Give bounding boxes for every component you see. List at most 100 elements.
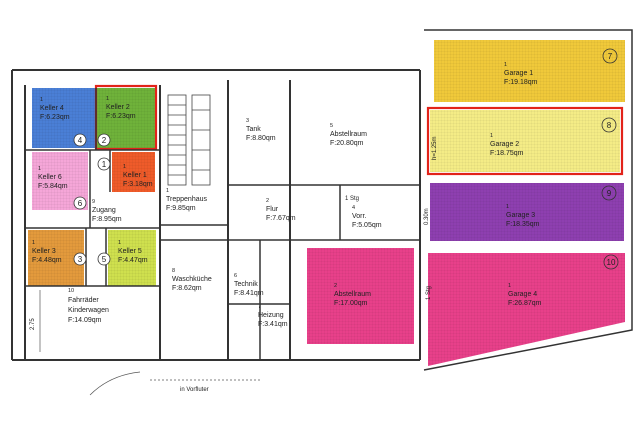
svg-text:7: 7 [608,52,613,61]
room-abstellraum[interactable]: 5 Abstellraum F:20.80qm [330,123,367,147]
svg-text:1: 1 [506,204,509,210]
room-keller1[interactable]: 1 Keller 1 F:3.18qm [112,152,155,192]
svg-text:1: 1 [504,62,507,68]
svg-text:1: 1 [32,240,35,246]
svg-text:F:19.18qm: F:19.18qm [504,79,538,86]
svg-text:F:5.84qm: F:5.84qm [38,183,68,190]
svg-text:1: 1 [40,97,43,103]
svg-text:Treppenhaus: Treppenhaus [166,196,207,203]
garage-4[interactable]: 1 Garage 4 F:26.87qm 10 [428,253,625,366]
svg-text:6: 6 [234,273,237,279]
svg-text:Abstellraum: Abstellraum [330,131,367,138]
garage-block-walls [423,29,633,371]
svg-text:Garage 2: Garage 2 [490,141,519,148]
svg-text:Waschküche: Waschküche [172,276,212,283]
svg-text:Technik: Technik [234,281,258,288]
svg-text:F:6.23qm: F:6.23qm [40,114,70,121]
svg-text:2.75: 2.75 [30,318,36,330]
svg-text:Garage 4: Garage 4 [508,291,537,298]
svg-text:1: 1 [106,96,109,102]
garage-1[interactable]: 1 Garage 1 F:19.18qm 7 [434,40,625,102]
svg-text:1: 1 [508,283,511,289]
svg-text:2: 2 [266,198,269,204]
svg-text:h=1.25m: h=1.25m [432,136,438,160]
svg-text:F:7.67qm: F:7.67qm [266,215,296,222]
svg-text:Zugang: Zugang [92,207,116,214]
svg-text:F:4.48qm: F:4.48qm [32,257,62,264]
svg-text:3: 3 [246,118,249,124]
svg-text:F:20.80qm: F:20.80qm [330,140,364,147]
svg-text:Fahrräder: Fahrräder [68,297,99,304]
room-tank[interactable]: 3 Tank F:8.80qm [246,118,276,142]
svg-text:10: 10 [68,288,74,294]
room-zugang[interactable]: 9 Zugang F:8.95qm [92,199,122,223]
room-keller5[interactable]: 1 Keller 5 F:4.47qm [108,230,156,286]
room-vorr[interactable]: 4 Vorr. F:5.05qm [352,205,382,229]
svg-text:5: 5 [102,255,107,264]
room-heizung[interactable]: 7 Heizung F:3.41qm [258,304,288,328]
highlight-garage2 [426,106,624,176]
room-waschkueche[interactable]: 8 Waschküche F:8.62qm [172,268,212,292]
room-keller4[interactable]: 1 Keller 4 F:6.23qm [32,88,96,148]
svg-text:4: 4 [78,136,83,145]
room-flur[interactable]: 2 Flur F:7.67qm [266,198,296,222]
svg-text:8: 8 [607,121,612,130]
svg-text:Tank: Tank [246,126,261,133]
svg-text:1 Stg: 1 Stg [426,286,432,300]
svg-text:Keller 6: Keller 6 [38,174,62,181]
room-treppenhaus[interactable]: 1 Treppenhaus F:9.85qm [166,188,207,212]
svg-text:0.30m: 0.30m [424,208,430,225]
svg-text:9: 9 [92,199,95,205]
svg-text:F:8.95qm: F:8.95qm [92,216,122,223]
svg-text:3: 3 [78,255,83,264]
svg-text:F:18.75qm: F:18.75qm [490,150,524,157]
svg-text:Flur: Flur [266,206,279,213]
svg-text:Garage 1: Garage 1 [504,70,533,77]
circle-badge-labels: 4 2 1 6 3 5 [78,136,107,264]
svg-text:F:18.35qm: F:18.35qm [506,221,540,228]
svg-text:1: 1 [123,164,126,170]
svg-text:1: 1 [118,240,121,246]
svg-text:F:8.41qm: F:8.41qm [234,290,264,297]
svg-text:Keller 2: Keller 2 [106,104,130,111]
svg-text:9: 9 [607,189,612,198]
garage-3[interactable]: 1 Garage 3 F:18.35qm 9 [430,183,624,241]
svg-text:1: 1 [490,133,493,139]
garage-2[interactable]: 1 Garage 2 F:18.75qm 8 h=1.25m [426,106,624,176]
annotations: 1 Stg 1 Stg 0.30m 2.75 in Vorfluter [30,196,432,393]
svg-text:F:3.18qm: F:3.18qm [123,181,153,188]
svg-text:Keller 4: Keller 4 [40,105,64,112]
svg-text:6: 6 [78,199,83,208]
svg-text:F:8.62qm: F:8.62qm [172,285,202,292]
room-keller6[interactable]: 1 Keller 6 F:5.84qm [32,152,88,210]
svg-text:1 Stg: 1 Stg [345,196,359,202]
walls [11,69,421,361]
svg-text:5: 5 [330,123,333,129]
svg-text:Garage 3: Garage 3 [506,212,535,219]
room-technik[interactable]: 6 Technik F:8.41qm [234,273,264,297]
svg-text:1: 1 [38,166,41,172]
room-abstellraum-2[interactable]: 2 Abstellraum F:17.00qm [307,248,414,344]
svg-text:Keller 5: Keller 5 [118,248,142,255]
svg-text:F:17.00qm: F:17.00qm [334,300,368,307]
svg-text:2: 2 [102,136,107,145]
svg-text:Keller 3: Keller 3 [32,248,56,255]
svg-text:F:26.87qm: F:26.87qm [508,300,542,307]
dimension-marks [39,290,260,396]
svg-text:F:4.47qm: F:4.47qm [118,257,148,264]
svg-text:F:3.41qm: F:3.41qm [258,321,288,328]
svg-text:F:9.85qm: F:9.85qm [166,205,196,212]
svg-text:2: 2 [334,283,337,289]
svg-text:F:6.23qm: F:6.23qm [106,113,136,120]
svg-text:4: 4 [352,205,355,211]
svg-text:Keller 1: Keller 1 [123,172,147,179]
svg-text:1: 1 [166,188,169,194]
svg-text:Abstellraum: Abstellraum [334,291,371,298]
svg-text:8: 8 [172,268,175,274]
svg-text:F:5.05qm: F:5.05qm [352,222,382,229]
svg-text:F:14.09qm: F:14.09qm [68,317,102,324]
staircase [167,94,211,186]
room-fahrraeder[interactable]: 10 Fahrräder Kinderwagen F:14.09qm [68,288,109,324]
svg-text:10: 10 [607,258,616,267]
